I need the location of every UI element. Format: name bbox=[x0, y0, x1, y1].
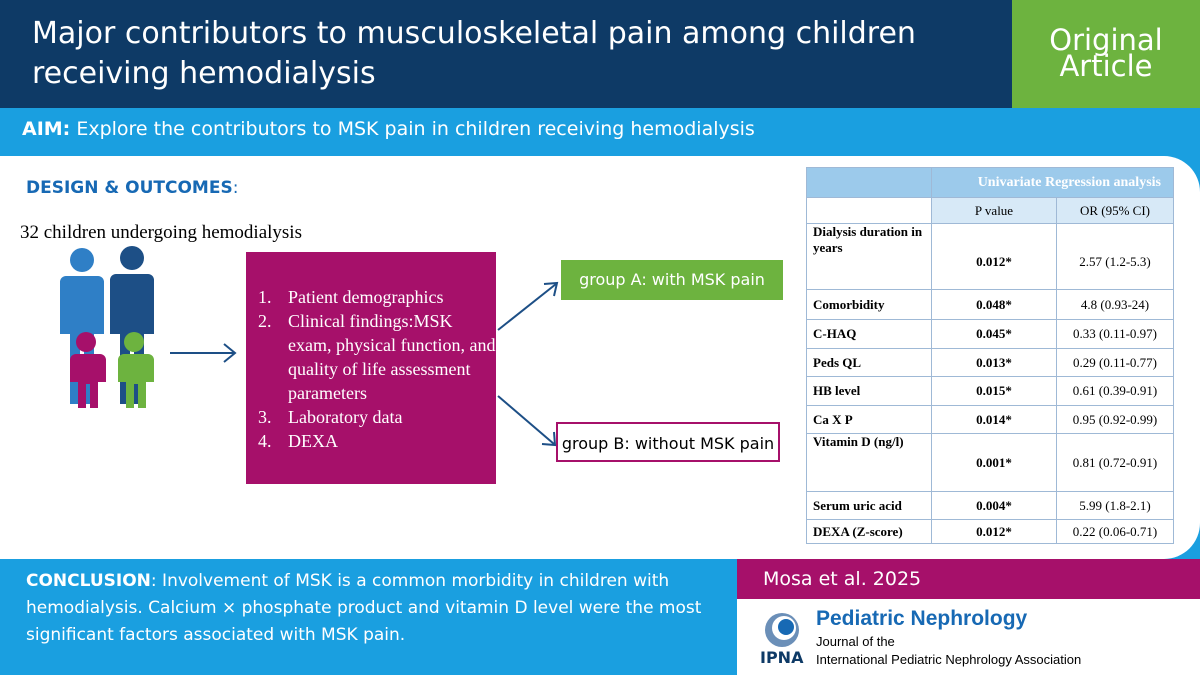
row-label: DEXA (Z-score) bbox=[806, 519, 932, 544]
row-or: 5.99 (1.8-2.1) bbox=[1056, 491, 1174, 520]
aim-label: AIM: bbox=[22, 118, 71, 140]
journal-logo-icon bbox=[765, 613, 799, 647]
list-number: 2. bbox=[258, 311, 272, 331]
row-or: 0.95 (0.92-0.99) bbox=[1056, 405, 1174, 434]
badge-line-2: Article bbox=[1059, 49, 1153, 83]
list-text: Clinical findings:MSK exam, physical fun… bbox=[288, 311, 496, 403]
table-row: C-HAQ 0.045* 0.33 (0.11-0.97) bbox=[806, 319, 1174, 349]
citation-bar: Mosa et al. 2025 bbox=[737, 559, 1200, 599]
table-title: Univariate Regression analysis bbox=[931, 167, 1174, 198]
row-p-value: 0.014* bbox=[931, 405, 1057, 434]
row-p-value: 0.004* bbox=[931, 491, 1057, 520]
arrow-right-icon bbox=[170, 343, 237, 363]
row-p-value: 0.012* bbox=[931, 519, 1057, 544]
row-label: Serum uric acid bbox=[806, 491, 932, 520]
list-text: Patient demographics bbox=[288, 287, 444, 307]
list-item: 1. Patient demographics bbox=[258, 285, 498, 309]
regression-table: Univariate Regression analysis P value O… bbox=[806, 167, 1174, 544]
design-label: DESIGN & OUTCOMES bbox=[26, 178, 233, 198]
article-type-badge: Original Article bbox=[1012, 0, 1200, 108]
aim-text: Explore the contributors to MSK pain in … bbox=[70, 118, 755, 140]
row-label: Vitamin D (ng/l) bbox=[806, 433, 932, 492]
row-label: HB level bbox=[806, 376, 932, 406]
row-or: 0.29 (0.11-0.77) bbox=[1056, 348, 1174, 377]
journal-subtitle-1: Journal of the bbox=[816, 634, 895, 649]
header-bar bbox=[0, 0, 1012, 108]
row-p-value: 0.045* bbox=[931, 319, 1057, 349]
table-row: Comorbidity 0.048* 4.8 (0.93-24) bbox=[806, 289, 1174, 320]
methods-list: 1. Patient demographics 2. Clinical findin… bbox=[258, 285, 498, 453]
page-title: Major contributors to musculoskeletal pa… bbox=[32, 16, 916, 91]
split-arrows-icon bbox=[497, 281, 559, 447]
table-row: HB level 0.015* 0.61 (0.39-0.91) bbox=[806, 376, 1174, 406]
row-label: Ca X P bbox=[806, 405, 932, 434]
row-or: 4.8 (0.93-24) bbox=[1056, 289, 1174, 320]
table-corner-cell bbox=[806, 167, 932, 198]
list-number: 4. bbox=[258, 431, 272, 451]
col-header-or: OR (95% CI) bbox=[1056, 197, 1174, 224]
table-row: Dialysis duration in years 0.012* 2.57 (… bbox=[806, 223, 1174, 290]
badge-line-1: Original bbox=[1049, 23, 1163, 57]
design-heading: DESIGN & OUTCOMES: bbox=[26, 178, 238, 198]
ipna-logo-text: IPNA bbox=[760, 648, 804, 667]
table-row: DEXA (Z-score) 0.012* 0.22 (0.06-0.71) bbox=[806, 519, 1174, 544]
group-b-box: group B: without MSK pain bbox=[556, 422, 780, 462]
conclusion-body: : Involvement of MSK is a common morbidi… bbox=[26, 571, 702, 645]
col-header-p: P value bbox=[931, 197, 1057, 224]
table-row: Vitamin D (ng/l) 0.001* 0.81 (0.72-0.91) bbox=[806, 433, 1174, 492]
list-item: 2. Clinical findings:MSK exam, physical f… bbox=[258, 309, 498, 405]
journal-subtitle-2: International Pediatric Nephrology Assoc… bbox=[816, 652, 1082, 667]
list-item: 3. Laboratory data bbox=[258, 405, 498, 429]
conclusion-label: CONCLUSION bbox=[26, 571, 151, 591]
citation-text: Mosa et al. 2025 bbox=[763, 568, 922, 590]
table-header-blank bbox=[806, 197, 932, 224]
list-text: DEXA bbox=[288, 431, 338, 451]
population-text: 32 children undergoing hemodialysis bbox=[20, 222, 302, 243]
row-or: 0.81 (0.72-0.91) bbox=[1056, 433, 1174, 492]
list-number: 3. bbox=[258, 407, 272, 427]
row-label: Dialysis duration in years bbox=[806, 223, 932, 290]
table-title-row: Univariate Regression analysis bbox=[806, 167, 1174, 198]
table-row: Ca X P 0.014* 0.95 (0.92-0.99) bbox=[806, 405, 1174, 434]
row-p-value: 0.001* bbox=[931, 433, 1057, 492]
row-label: C-HAQ bbox=[806, 319, 932, 349]
table-row: Serum uric acid 0.004* 5.99 (1.8-2.1) bbox=[806, 491, 1174, 520]
row-or: 0.61 (0.39-0.91) bbox=[1056, 376, 1174, 406]
row-or: 0.22 (0.06-0.71) bbox=[1056, 519, 1174, 544]
row-or: 2.57 (1.2-5.3) bbox=[1056, 223, 1174, 290]
list-text: Laboratory data bbox=[288, 407, 403, 427]
row-or: 0.33 (0.11-0.97) bbox=[1056, 319, 1174, 349]
row-p-value: 0.012* bbox=[931, 223, 1057, 290]
conclusion-text: CONCLUSION: Involvement of MSK is a comm… bbox=[26, 568, 736, 649]
row-p-value: 0.048* bbox=[931, 289, 1057, 320]
list-item: 4. DEXA bbox=[258, 429, 498, 453]
journal-panel bbox=[737, 599, 1200, 675]
design-colon: : bbox=[232, 178, 239, 198]
aim-statement: AIM: Explore the contributors to MSK pai… bbox=[22, 118, 755, 140]
row-p-value: 0.015* bbox=[931, 376, 1057, 406]
row-label: Peds QL bbox=[806, 348, 932, 377]
people-icon bbox=[60, 246, 154, 408]
list-number: 1. bbox=[258, 287, 272, 307]
row-label: Comorbidity bbox=[806, 289, 932, 320]
row-p-value: 0.013* bbox=[931, 348, 1057, 377]
group-a-box: group A: with MSK pain bbox=[561, 260, 783, 300]
table-row: Peds QL 0.013* 0.29 (0.11-0.77) bbox=[806, 348, 1174, 377]
table-header-row: P value OR (95% CI) bbox=[806, 197, 1174, 224]
journal-name: Pediatric Nephrology bbox=[816, 607, 1028, 630]
methods-box: 1. Patient demographics 2. Clinical findin… bbox=[246, 252, 496, 484]
